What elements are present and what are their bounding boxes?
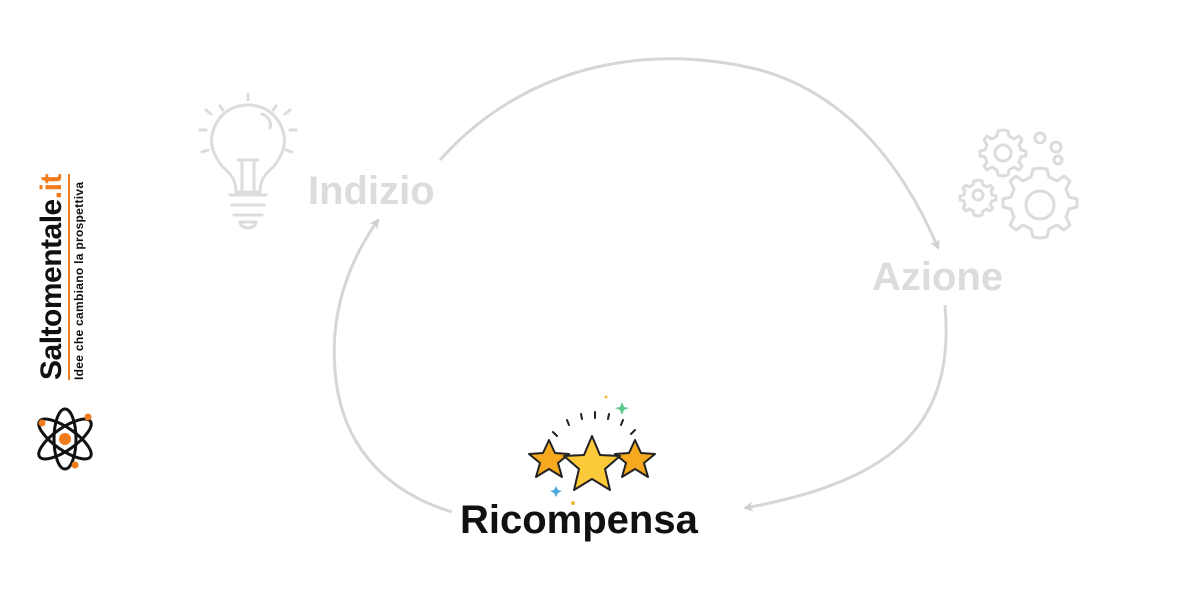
arrow-azione-to-ricompensa — [743, 304, 948, 512]
arrow-indizio-to-azione — [438, 57, 940, 250]
step-label-azione: Azione — [872, 255, 1004, 299]
arrow-ricompensa-to-indizio — [332, 218, 453, 514]
step-label-ricompensa: Ricompensa — [460, 498, 698, 542]
atom-icon — [37, 407, 93, 471]
lightbulb-icon — [198, 92, 298, 230]
stars-icon — [528, 395, 656, 505]
brand-logo: Saltomentale.it Idee che cambiano la pro… — [35, 174, 88, 380]
brand-tld: .it — [35, 174, 68, 200]
brand-name: Saltomentale.it — [35, 174, 70, 380]
gears-icon — [958, 128, 1079, 240]
brand-name-text: Saltomentale — [35, 199, 68, 380]
brand-tagline: Idee che cambiano la prospettiva — [72, 181, 86, 380]
step-label-indizio: Indizio — [308, 169, 435, 213]
